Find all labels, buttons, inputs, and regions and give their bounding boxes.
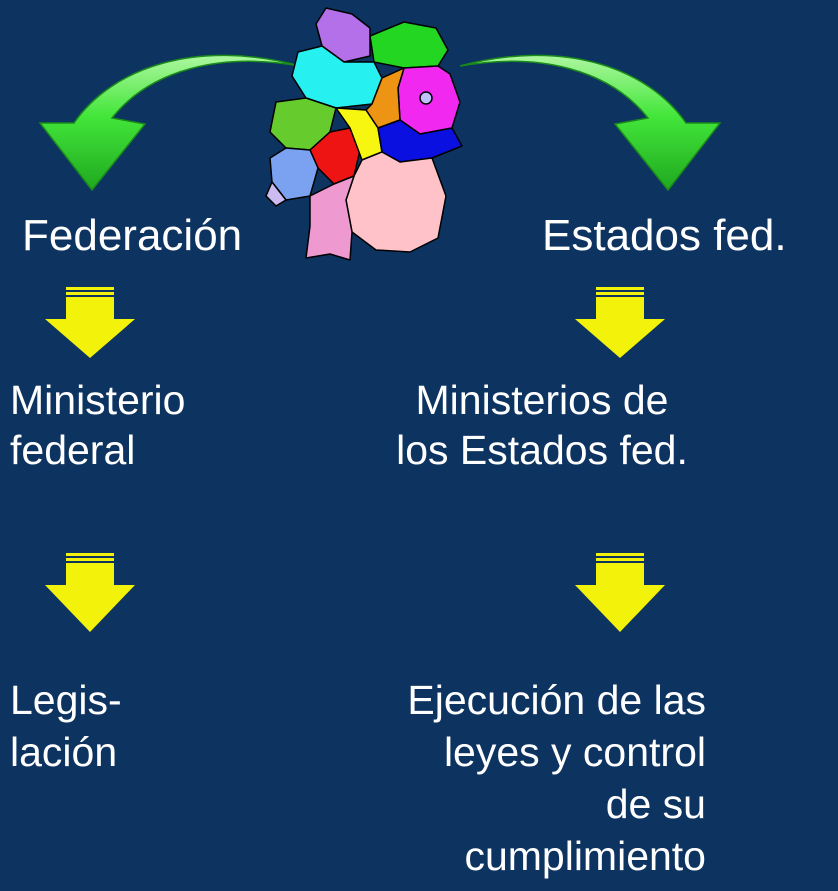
heading-estados-fed: Estados fed. xyxy=(542,211,787,260)
ministerios-estados-line-2: los Estados fed. xyxy=(396,427,688,473)
legislacion-line-2: lación xyxy=(10,729,118,775)
curved-arrow-left-icon xyxy=(38,54,301,192)
ministerios-estados-line-1: Ministerios de xyxy=(415,377,669,423)
down-arrow-left-1-icon xyxy=(45,287,135,358)
ejecucion-line-1: Ejecución de las xyxy=(407,677,706,723)
legislacion-line-1: Legis- xyxy=(10,677,122,723)
down-arrow-left-2-icon xyxy=(45,553,135,632)
ejecucion-line-3: de su xyxy=(605,781,706,827)
germany-map-icon xyxy=(265,7,463,261)
ejecucion-line-2: leyes y control xyxy=(443,729,706,775)
ejecucion-line-4: cumplimiento xyxy=(464,833,706,879)
heading-federacion: Federación xyxy=(22,211,243,260)
ministerio-line-1: Ministerio xyxy=(10,377,186,423)
ministerio-line-2: federal xyxy=(10,427,136,473)
down-arrow-right-2-icon xyxy=(575,553,665,632)
down-arrow-right-1-icon xyxy=(575,287,665,358)
curved-arrow-right-icon xyxy=(459,54,722,192)
